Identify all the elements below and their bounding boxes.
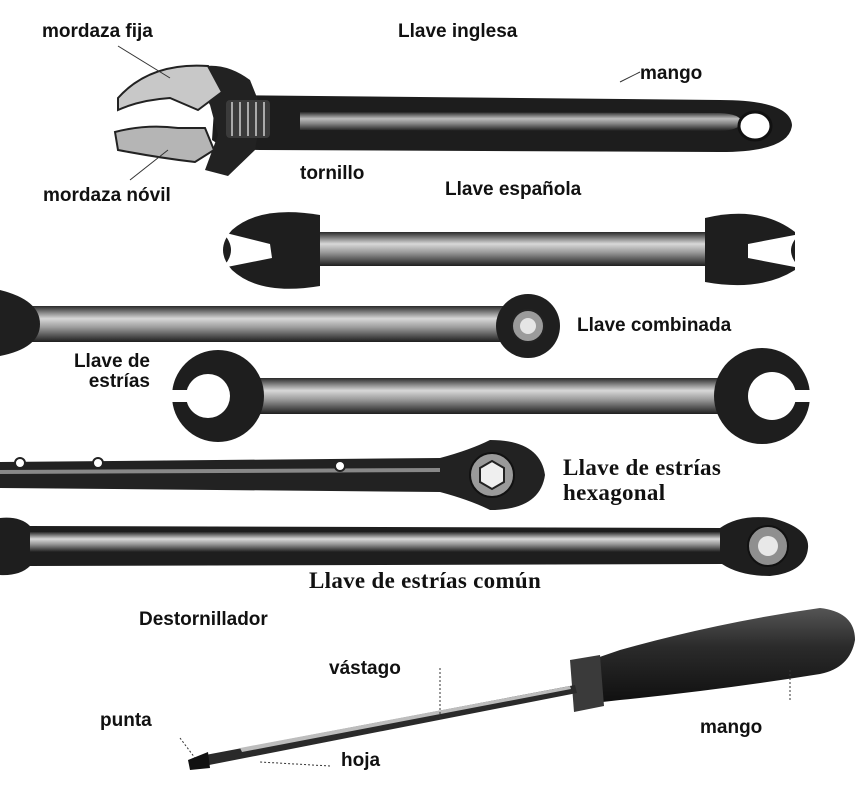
movable-jaw <box>115 127 214 162</box>
label-destornillador: Destornillador <box>139 610 268 629</box>
hex-box-wrench <box>0 440 545 510</box>
label-vastago: vástago <box>329 659 401 678</box>
label-estrias-comun: Llave de estrías común <box>309 569 541 592</box>
wrench-hole-icon <box>739 112 771 140</box>
label-hoja: hoja <box>341 751 380 770</box>
label-llave-combinada: Llave combinada <box>577 316 731 335</box>
open-end-wrench <box>222 212 800 289</box>
label-llave-espanola: Llave española <box>445 180 581 199</box>
label-mango-destornillador: mango <box>700 718 762 737</box>
label-llave-estrias: Llave de estrías <box>40 352 150 392</box>
label-llave-estrias-line2: estrías <box>89 371 150 392</box>
label-tornillo: tornillo <box>300 164 364 183</box>
label-mango-llave: mango <box>640 64 702 83</box>
fixed-jaw <box>118 66 222 110</box>
label-estrias-hexagonal-line2: hexagonal <box>563 481 665 504</box>
screwdriver <box>180 608 855 770</box>
label-mordaza-movil: mordaza nóvil <box>43 186 171 205</box>
label-llave-inglesa: Llave inglesa <box>398 22 517 41</box>
worm-screw <box>226 100 270 138</box>
label-punta: punta <box>100 711 152 730</box>
flare-nut-wrench <box>170 348 820 444</box>
combination-wrench <box>0 290 560 358</box>
label-estrias-hexagonal-line1: Llave de estrías <box>563 456 721 479</box>
label-llave-estrias-line1: Llave de <box>74 351 150 372</box>
label-mordaza-fija: mordaza fija <box>42 22 153 41</box>
